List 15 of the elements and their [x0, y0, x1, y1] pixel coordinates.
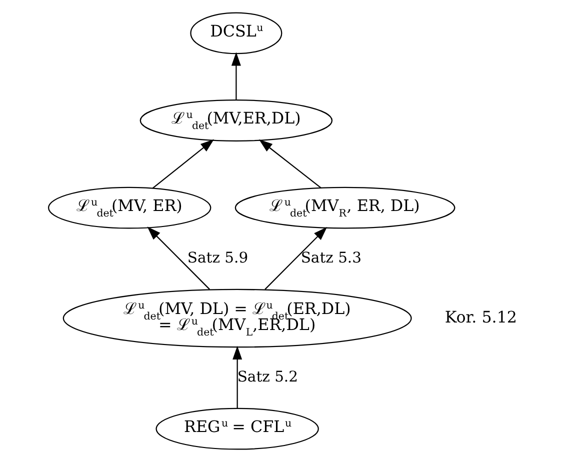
edge-label: Satz 5.9 [187, 250, 248, 267]
arrow [152, 139, 214, 189]
arrow [264, 226, 328, 290]
edge-label: Satz 5.2 [237, 368, 298, 386]
node-ellipse: DCSL$^{u}$ [190, 12, 282, 54]
node-ellipse: REG$^{u}$ = CFL$^{u}$ [156, 408, 319, 450]
arrow [232, 346, 242, 408]
node-ellipse: ℒ$^{u}$$_{det}$(MV,ER,DL) [140, 100, 333, 142]
edge-label: Satz 5.3 [300, 250, 362, 267]
arrow [258, 139, 322, 188]
arrow [147, 226, 210, 290]
arrow [231, 52, 241, 100]
node-ellipse: ℒ$^{u}$$_{det}$(MV, ER) [48, 186, 212, 229]
node-label: Kor. 5.12 [444, 308, 518, 326]
node-ellipse: ℒ$^{u}$$_{det}$(MV$_{R}$, ER, DL) [234, 186, 456, 229]
